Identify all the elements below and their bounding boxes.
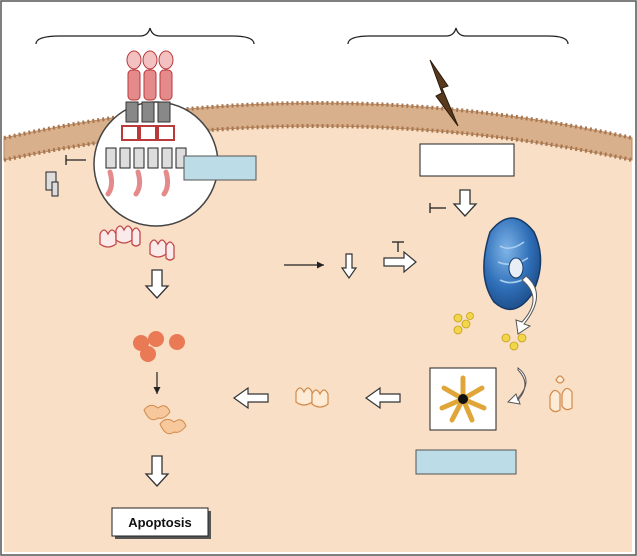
membrane-lipid-heads xyxy=(3,101,633,140)
release-arrow xyxy=(515,275,537,335)
inhibitor-icon xyxy=(429,203,446,213)
arrow-icon xyxy=(383,250,417,274)
arrow-icon xyxy=(452,189,478,217)
stress-label-box xyxy=(419,143,515,177)
apoptosome-box xyxy=(429,367,497,431)
arrow-icon xyxy=(364,386,401,410)
inhibitor-icon xyxy=(392,241,404,252)
apoptosis-box xyxy=(111,507,211,539)
extrinsic-pathway-brace xyxy=(35,27,255,45)
arrow-icon xyxy=(340,253,358,280)
cytochrome-c xyxy=(453,312,527,351)
arrow-icon xyxy=(232,386,269,410)
procaspase-9 xyxy=(549,375,573,413)
mitochondrion-icon xyxy=(483,217,542,311)
intrinsic-pathway-brace xyxy=(347,27,569,45)
arrow-icon xyxy=(144,269,170,487)
lightning-bolt-icon xyxy=(429,59,459,127)
procaspase-3 xyxy=(295,387,329,408)
recruit-arrow xyxy=(506,366,527,405)
death-receptor-disc xyxy=(105,101,187,197)
death-ligand-trimer xyxy=(126,50,174,101)
caspase-3 xyxy=(143,404,187,435)
flip-inhibitor xyxy=(45,155,86,197)
active-caspase-8 xyxy=(133,331,185,362)
membrane-lipid-heads-inner xyxy=(3,124,633,162)
disc-label-box xyxy=(183,155,257,181)
apoptosome-label-box xyxy=(415,449,517,475)
procaspase-8-cluster xyxy=(99,225,175,261)
